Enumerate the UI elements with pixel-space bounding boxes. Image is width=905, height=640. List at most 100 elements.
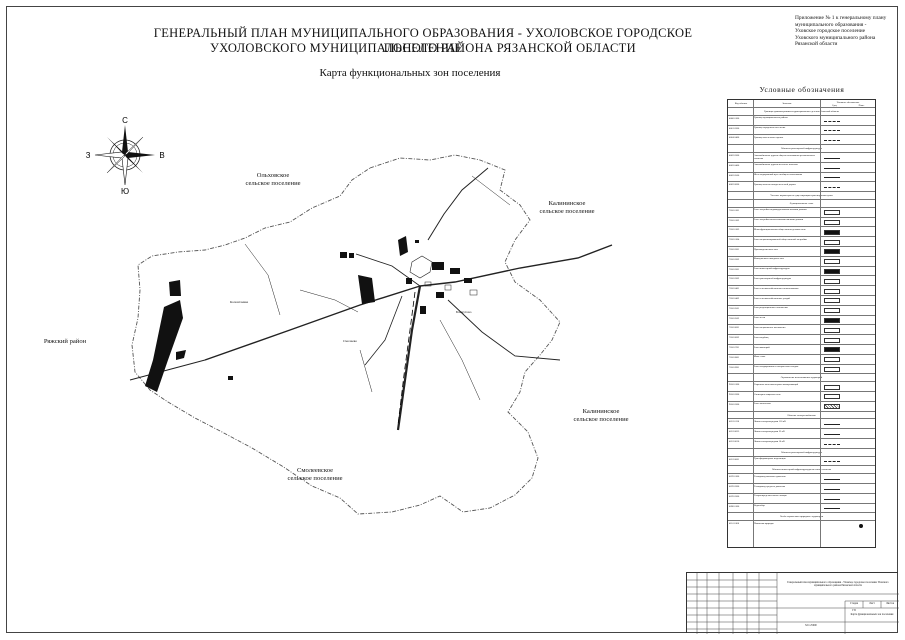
legend-row-name: Зона сельскохозяйственных угодий xyxy=(754,296,790,300)
legend-row-code: 7010 0102 xyxy=(729,218,740,222)
legend-row-code: 4110 0100 xyxy=(729,522,740,526)
title-line-2: УХОЛОВСКОГО МУНИЦИПАЛЬНОГО РАЙОНА РЯЗАНС… xyxy=(210,41,636,55)
legend-row-name: Зона специализированной общественной зас… xyxy=(754,237,807,241)
stamp-project: Генеральный план муниципального образова… xyxy=(787,581,889,588)
neighbor-label: Калининское сельское поселение xyxy=(556,408,646,424)
legend-symbol-icon xyxy=(824,239,840,245)
legend-row-code: 7010 0601 xyxy=(729,326,740,330)
legend-symbol-icon xyxy=(824,443,840,445)
legend-row-code: 7010 0202 xyxy=(729,257,740,261)
legend-row: 7010 0101 Зона застройки индивидуальными … xyxy=(728,206,875,218)
legend-symbol-icon xyxy=(859,523,863,528)
legend-symbol-icon xyxy=(824,434,840,436)
legend-row-name: Автомобильные дороги местного значения xyxy=(754,163,798,167)
legend-row: 4002 0600 Граница полосы отвода железной … xyxy=(728,181,875,192)
legend-col-sym-b: План. xyxy=(858,104,865,107)
stamp-stage: ГП xyxy=(852,609,856,612)
legend-row-name: Зона лесов xyxy=(754,316,766,320)
legend-symbol-icon xyxy=(824,488,840,490)
legend-row-name: Водозабор xyxy=(754,504,765,508)
title-line-1: ГЕНЕРАЛЬНЫЙ ПЛАН МУНИЦИПАЛЬНОГО ОБРАЗОВА… xyxy=(153,26,693,55)
legend-row-code: 9010 0300 xyxy=(729,402,740,406)
neighbor-line: сельское поселение xyxy=(573,416,629,423)
neighbor-label: Калининское сельское поселение xyxy=(522,200,612,216)
legend-row-name: Зона инженерной инфраструктуры xyxy=(754,267,790,271)
legend-col-sym-a: Сущ. xyxy=(831,104,838,107)
title-block: Генеральный план муниципального образова… xyxy=(686,572,899,634)
legend-row-code: 7010 0101 xyxy=(729,208,740,212)
legend-row: 7010 0104 Зона специализированной обществ… xyxy=(728,236,875,247)
compass-rose-icon: С Ю З В xyxy=(86,116,165,195)
legend-symbol-icon xyxy=(824,337,840,343)
legend-header: Код объекта Значение Условное обозначени… xyxy=(728,100,875,108)
legend-title: Условные обозначения xyxy=(759,85,845,94)
legend-row-name: Граница полосы отвода железной дороги xyxy=(754,182,796,186)
legend-row-code: 4002 0600 xyxy=(729,183,740,187)
legend-row-name: Зона складирования и захоронения отходов xyxy=(754,365,799,369)
legend-row-code: 4031 0010 xyxy=(729,440,740,443)
place-label: Смолеево xyxy=(343,339,358,343)
legend-symbol-icon xyxy=(824,130,840,132)
legend-row-code: 7010 0104 xyxy=(729,238,740,242)
neighbor-line: Смолеевское xyxy=(296,467,334,474)
neighbor-label: Смолеевское сельское поселение xyxy=(270,467,360,483)
legend-symbol-icon xyxy=(824,384,840,390)
neighbor-line: сельское поселение xyxy=(245,180,301,187)
legend-symbol-icon xyxy=(824,219,840,225)
legend-row-code: 4000 0100 xyxy=(729,116,740,120)
legend-row-name: Зона застройки индивидуальными жилыми до… xyxy=(754,208,807,212)
legend-symbol-icon xyxy=(824,347,840,353)
title-block-grid xyxy=(687,573,899,634)
legend-row: 7010 0301 Зона инженерной инфраструктуры xyxy=(728,265,875,277)
compass-north: С xyxy=(122,116,128,125)
legend-symbol-icon xyxy=(824,461,840,463)
stamp-sheet-title: Карта функциональных зон поселения xyxy=(850,613,894,616)
legend-row-code: 7010 0901 xyxy=(729,365,740,369)
drawing-frame xyxy=(6,6,898,633)
appendix-line: Уховское городское поселение xyxy=(795,28,866,35)
neighbor-line: Калининское xyxy=(582,408,620,415)
legend-row-name: Зона акваторий xyxy=(754,345,770,349)
legend-symbol-icon xyxy=(824,268,840,274)
legend-row-code: 7010 0301 xyxy=(729,267,740,271)
stamp-col-stage: Стадия xyxy=(850,602,858,605)
legend-row-code: 7010 0402 xyxy=(729,297,740,300)
compass-south: Ю xyxy=(121,187,129,195)
legend-row-name: Газопровод высокого давления xyxy=(754,474,786,478)
legend-divider xyxy=(820,100,821,547)
legend-row-code: 9010 0200 xyxy=(729,393,740,396)
legend-row-code: 7010 0602 xyxy=(729,336,740,340)
legend-row-name: Зона транспортной инфраструктуры xyxy=(754,276,792,280)
legend-symbol-icon xyxy=(824,366,840,372)
legend-section-header: Границы административно-территориального… xyxy=(728,107,875,115)
appendix-line: муниципального образования - xyxy=(795,21,867,28)
stamp-col-sheet: Лист xyxy=(869,602,875,605)
legend-symbol-icon xyxy=(824,167,840,169)
legend-row-code: 4070 0200 xyxy=(729,485,740,488)
legend-symbol-icon xyxy=(824,498,840,500)
legend-section-header: Функциональные зоны xyxy=(728,199,875,207)
legend-row-code: 4001 0200 xyxy=(729,126,740,130)
stamp-col-sheets: Листов xyxy=(886,602,894,605)
legend-row: 7010 0501 Зона рекреационного назначения xyxy=(728,304,875,316)
legend-row-name: Зона рекреационного назначения xyxy=(754,306,788,310)
legend-row-code: 7010 0501 xyxy=(729,306,740,310)
legend-row-name: Трансформаторная подстанция xyxy=(754,457,786,461)
stamp-scale: М 1:25000 xyxy=(805,624,817,627)
legend-row-name: Граница населенного пункта xyxy=(754,135,784,139)
